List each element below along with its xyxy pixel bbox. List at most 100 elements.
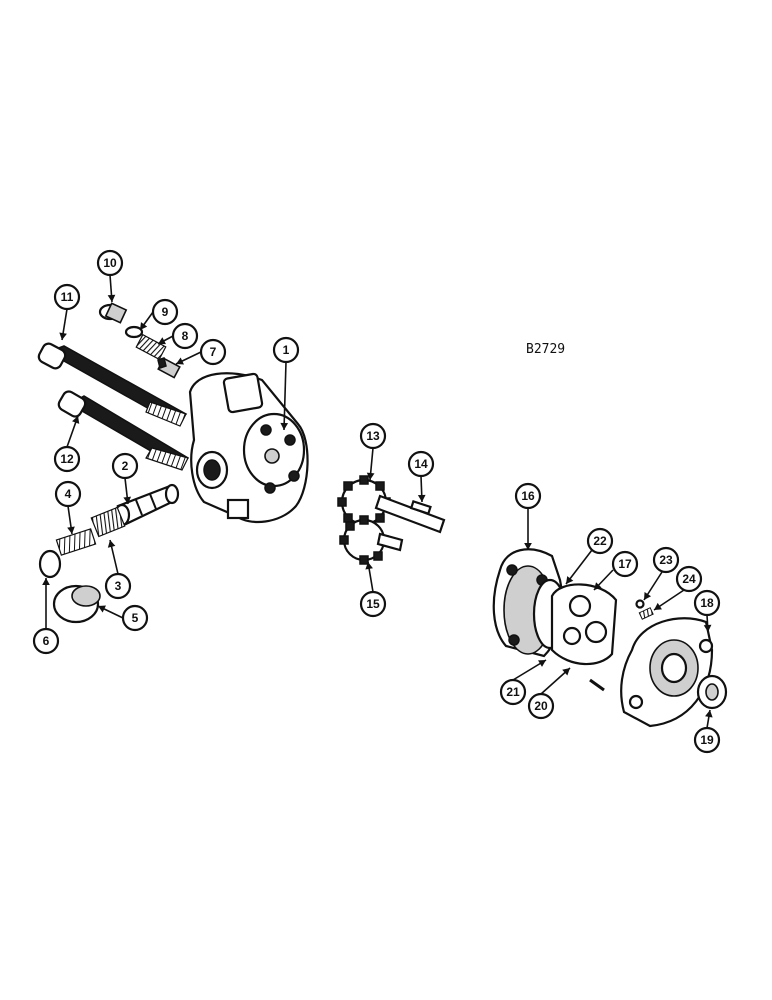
callout-number: 23: [659, 553, 673, 567]
callout-arrowhead: [140, 322, 148, 330]
shaft-seal-part: [696, 674, 728, 710]
callout-number: 11: [61, 290, 74, 304]
callout-circle: [407, 450, 435, 478]
small-spring-part: [135, 333, 167, 361]
callout-number: 22: [593, 534, 607, 548]
callout-18: 18: [693, 589, 721, 633]
callout-6: 6: [32, 578, 60, 655]
threaded-plug-part: [55, 528, 97, 556]
callout-arrowhead: [538, 660, 546, 667]
callout-15: 15: [359, 561, 387, 618]
o-ring-part: [124, 325, 144, 339]
callout-arrowhead: [67, 526, 75, 534]
drive-gear-part: [337, 475, 446, 534]
callout-24: 24: [653, 565, 703, 611]
driven-gear-part: [339, 515, 404, 565]
callout-arrowhead: [654, 602, 662, 610]
callout-17: 17: [593, 550, 639, 591]
callout-arrowhead: [98, 605, 106, 613]
callout-circle: [359, 422, 387, 450]
callout-number: 2: [122, 459, 129, 473]
callout-arrowhead: [158, 337, 166, 345]
callout-leader-line: [565, 549, 593, 585]
callout-arrowhead: [644, 592, 652, 600]
callout-circle: [151, 298, 179, 326]
callout-circle: [54, 480, 82, 508]
callout-arrowhead: [566, 576, 574, 584]
callout-arrowhead: [59, 332, 67, 340]
callout-number: 19: [700, 733, 714, 747]
callout-circle: [53, 283, 81, 311]
callout-12: 12: [53, 415, 81, 473]
long-bolt-part: [37, 342, 188, 427]
figure-reference-code: B2729: [526, 342, 565, 357]
callout-16: 16: [514, 482, 542, 550]
callout-number: 10: [103, 256, 117, 270]
callout-circle: [652, 546, 680, 574]
callout-number: 15: [366, 597, 380, 611]
callout-arrowhead: [365, 562, 373, 570]
check-ball-part: [635, 599, 645, 609]
callout-number: 24: [682, 572, 696, 586]
callout-circle: [199, 338, 227, 366]
callout-number: 17: [618, 557, 632, 571]
callout-21: 21: [499, 659, 547, 706]
relief-spring-part: [90, 506, 126, 538]
callout-number: 21: [506, 685, 520, 699]
callout-3: 3: [104, 539, 132, 600]
callout-arrowhead: [42, 578, 50, 585]
callout-number: 14: [414, 457, 428, 471]
end-cover-part: [620, 617, 714, 728]
dowel-pin-part: [589, 678, 605, 692]
callout-arrowhead: [176, 357, 184, 365]
callout-circle: [111, 452, 139, 480]
callout-circle: [171, 322, 199, 350]
callout-circle: [121, 604, 149, 632]
callout-1: 1: [272, 336, 300, 431]
callout-arrowhead: [123, 496, 132, 504]
gasket-part: [550, 583, 618, 666]
callout-circle: [586, 527, 614, 555]
callout-22: 22: [565, 527, 614, 585]
callout-20: 20: [527, 667, 571, 720]
callout-arrowhead: [524, 543, 532, 550]
callout-14: 14: [407, 450, 435, 503]
callout-circle: [272, 336, 300, 364]
callout-13: 13: [359, 422, 387, 481]
callout-arrowhead: [72, 416, 80, 424]
callout-7: 7: [175, 338, 227, 366]
callout-number: 16: [521, 489, 535, 503]
callout-arrowhead: [562, 668, 570, 676]
callout-circle: [32, 627, 60, 655]
callout-circle: [693, 726, 721, 754]
second-bolt-part: [57, 390, 190, 471]
shaft-key-part: [409, 499, 432, 515]
callout-number: 5: [132, 611, 139, 625]
callout-number: 3: [115, 579, 122, 593]
callout-circle: [611, 550, 639, 578]
callout-circle: [527, 692, 555, 720]
callout-number: 1: [283, 343, 290, 357]
callout-arrowhead: [366, 472, 375, 480]
relief-valve-spool-part: [113, 483, 180, 527]
callout-number: 4: [65, 487, 72, 501]
callout-leader-line: [283, 361, 287, 431]
callout-circle: [693, 589, 721, 617]
callout-10: 10: [96, 249, 124, 303]
callout-arrowhead: [107, 294, 116, 302]
callout-arrowhead: [705, 710, 713, 718]
callout-circle: [104, 572, 132, 600]
callout-number: 13: [366, 429, 380, 443]
callout-arrowhead: [417, 494, 426, 502]
callout-4: 4: [54, 480, 82, 535]
callout-number: 20: [534, 699, 548, 713]
callout-2: 2: [111, 452, 139, 505]
cap-plug-part: [52, 584, 101, 624]
callout-circle: [675, 565, 703, 593]
callout-number: 8: [182, 329, 189, 343]
callout-circle: [514, 482, 542, 510]
adjusting-screw-part: [98, 302, 128, 324]
callout-number: 12: [60, 452, 74, 466]
